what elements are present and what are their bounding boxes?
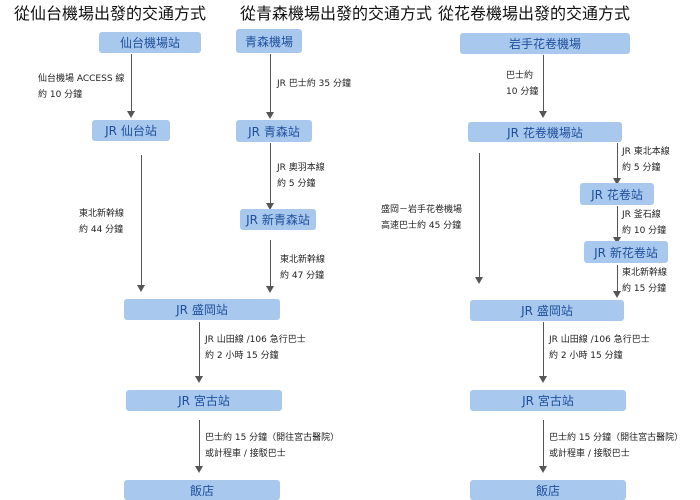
arrow-line (479, 153, 480, 277)
label-line: 巴士約 15 分鐘（開往宮古醫院） (549, 433, 684, 443)
arrow-line (131, 54, 132, 111)
label-line: 約 2 小時 15 分鐘 (205, 351, 279, 361)
label-line: 約 5 分鐘 (277, 179, 316, 189)
label-line: 仙台機場 ACCESS 線 (38, 74, 125, 84)
label-yamada-line-a: JR 山田線 /106 急行巴士 約 2 小時 15 分鐘 (205, 332, 306, 364)
arrow-line (617, 206, 618, 237)
label-line: 巴士約 15 分鐘（開往宮古醫院） (205, 433, 340, 443)
label-line: 或計程車 / 接駁巴士 (205, 449, 286, 459)
arrow-line (543, 322, 544, 376)
node-jr-morioka: JR 盛岡站 (470, 300, 624, 321)
arrow-line (617, 143, 618, 178)
title-sendai: 從仙台機場出發的交通方式 (14, 4, 207, 23)
arrow-head (137, 285, 145, 292)
arrow-head (613, 178, 621, 185)
node-jr-morioka: JR 盛岡站 (124, 299, 280, 320)
node-jr-aomori: JR 青森站 (236, 120, 312, 142)
arrow-head (195, 466, 203, 473)
arrow-head (539, 376, 547, 383)
label-yamada-line-b: JR 山田線 /106 急行巴士 約 2 小時 15 分鐘 (549, 332, 650, 364)
label-line: 約 5 分鐘 (622, 163, 661, 173)
node-hotel: 飯店 (124, 480, 280, 500)
label-line: JR 山田線 /106 急行巴士 (205, 335, 306, 345)
label-tohoku-aomori: 東北新幹線 約 47 分鐘 (280, 252, 325, 284)
label-line: JR 釜石線 (622, 210, 661, 220)
arrow-head (539, 466, 547, 473)
node-aomori-airport: 青森機場 (236, 29, 302, 53)
label-line: 盛岡－岩手花卷機場 (381, 205, 463, 215)
label-aomori-bus: JR 巴士約 35 分鐘 (277, 76, 351, 92)
label-hanamaki-bus: 巴士約 10 分鐘 (506, 68, 538, 100)
label-line: JR 奧羽本線 (277, 163, 325, 173)
label-line: 東北新幹線 (79, 209, 125, 219)
arrow-head (127, 111, 135, 118)
label-line: 約 10 分鐘 (622, 226, 667, 236)
node-jr-miyako: JR 宮古站 (470, 390, 626, 411)
node-jr-shin-aomori: JR 新青森站 (240, 209, 316, 230)
label-line: 高速巴士約 45 分鐘 (381, 221, 462, 231)
arrow-line (270, 143, 271, 203)
label-line: 約 44 分鐘 (79, 225, 124, 235)
arrow-head (539, 111, 547, 118)
node-sendai-airport-station: 仙台機場站 (99, 32, 201, 53)
node-iwate-hanamaki-airport: 岩手花卷機場 (460, 33, 630, 54)
label-line: 或計程車 / 接駁巴士 (549, 449, 630, 459)
label-tohoku-sendai: 東北新幹線 約 44 分鐘 (79, 206, 124, 238)
node-jr-sendai: JR 仙台站 (92, 120, 170, 141)
arrow-head (266, 286, 274, 293)
arrow-head (266, 112, 274, 119)
label-kamaishi-line: JR 釜石線 約 10 分鐘 (622, 207, 666, 239)
label-ou-line: JR 奧羽本線 約 5 分鐘 (277, 160, 325, 192)
arrow-line (270, 54, 271, 112)
label-line: JR 巴士約 35 分鐘 (277, 79, 351, 89)
node-jr-shin-hanamaki: JR 新花卷站 (584, 241, 668, 263)
arrow-line (199, 322, 200, 376)
label-tohoku-main-line: JR 東北本線 約 5 分鐘 (622, 144, 670, 176)
arrow-line (141, 155, 142, 285)
label-line: 巴士約 (506, 71, 534, 81)
node-jr-hanamaki: JR 花卷站 (580, 183, 654, 205)
node-jr-hanamaki-airport: JR 花卷機場站 (468, 122, 622, 142)
label-tohoku-hanamaki: 東北新幹線 約 15 分鐘 (622, 265, 667, 297)
arrow-line (543, 55, 544, 111)
arrow-head (475, 277, 483, 284)
label-highway-bus: 盛岡－岩手花卷機場 高速巴士約 45 分鐘 (381, 202, 462, 234)
label-line: JR 東北本線 (622, 147, 670, 157)
label-line: 約 15 分鐘 (622, 284, 667, 294)
label-hotel-bus-a: 巴士約 15 分鐘（開往宮古醫院） 或計程車 / 接駁巴士 (205, 430, 339, 462)
label-line: 東北新幹線 (280, 255, 326, 265)
label-line: 約 10 分鐘 (38, 90, 83, 100)
label-sendai-access: 仙台機場 ACCESS 線 約 10 分鐘 (38, 71, 124, 103)
arrow-line (270, 240, 271, 286)
arrow-head (266, 203, 274, 210)
arrow-head (613, 291, 621, 298)
label-line: 10 分鐘 (506, 87, 539, 97)
label-line: JR 山田線 /106 急行巴士 (549, 335, 650, 345)
arrow-line (543, 420, 544, 466)
label-line: 約 2 小時 15 分鐘 (549, 351, 623, 361)
arrow-line (199, 420, 200, 466)
node-hotel: 飯店 (470, 480, 626, 500)
node-jr-miyako: JR 宮古站 (126, 390, 282, 411)
label-hotel-bus-b: 巴士約 15 分鐘（開往宮古醫院） 或計程車 / 接駁巴士 (549, 430, 683, 462)
arrow-head (613, 237, 621, 244)
label-line: 東北新幹線 (622, 268, 668, 278)
arrow-line (617, 265, 618, 291)
arrow-head (195, 376, 203, 383)
title-aomori: 從青森機場出發的交通方式 (240, 4, 433, 23)
label-line: 約 47 分鐘 (280, 271, 325, 281)
title-hanamaki: 從花卷機場出發的交通方式 (438, 4, 631, 23)
